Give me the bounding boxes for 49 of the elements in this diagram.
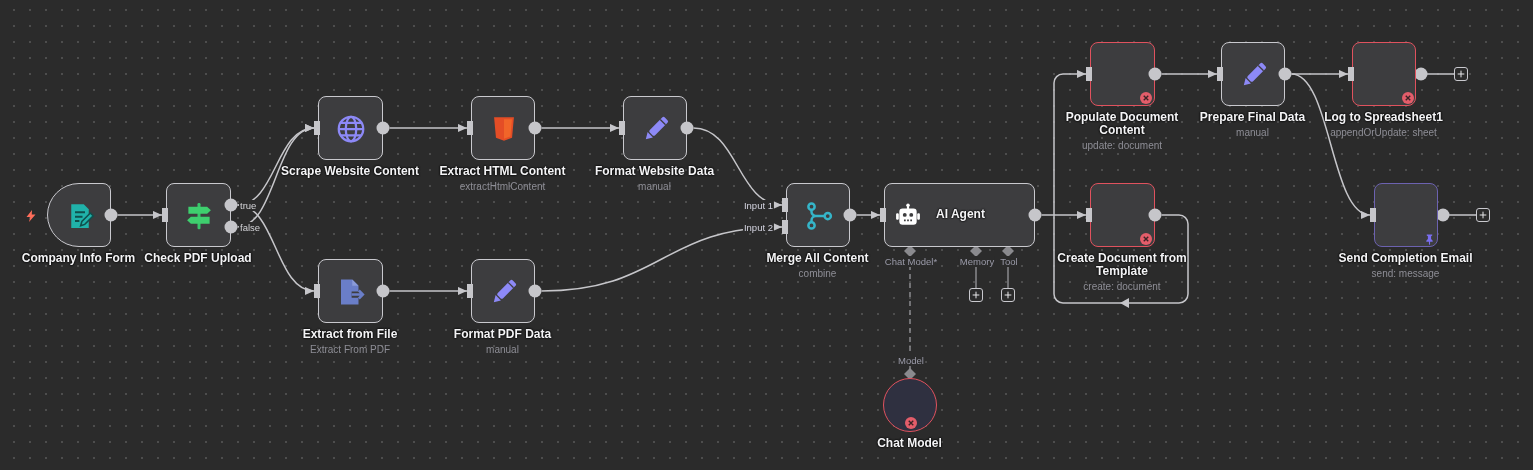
connector [540, 123, 620, 133]
node-title: Chat Model [877, 436, 942, 450]
node-subtitle: manual [486, 343, 519, 356]
connector [236, 204, 315, 294]
connector [1436, 208, 1477, 222]
connector [388, 123, 468, 133]
connector [855, 210, 881, 220]
connector [692, 127, 783, 208]
port-label: Chat Model* [883, 255, 939, 267]
node-subtitle: create: document [1083, 280, 1161, 293]
node-subtitle: Extract From PDF [310, 343, 390, 356]
node-title: Format PDF Data [453, 327, 552, 341]
node-subtitle: appendOrUpdate: sheet [1330, 126, 1437, 139]
node-title: Check PDF Upload [144, 251, 252, 265]
connector [116, 210, 163, 220]
node-title: Scrape Website Content [281, 164, 419, 178]
port-label: false [239, 221, 262, 233]
port-label: Input 1 [742, 199, 774, 211]
connector [388, 286, 468, 296]
node-title: Format Website Data [594, 164, 715, 178]
connector [540, 223, 783, 292]
connector [1290, 73, 1371, 217]
connector [1414, 67, 1455, 81]
node-title: Prepare Final Data [1199, 110, 1306, 124]
node-title: Create Document from Template [1056, 251, 1188, 278]
connector [1040, 210, 1087, 220]
node-subtitle: extractHtmlContent [459, 180, 546, 193]
node-title: Populate Document Content [1064, 110, 1180, 137]
node-title: AI Agent [936, 208, 985, 221]
port-label: Model [897, 354, 925, 366]
port-label: true [239, 199, 258, 211]
node-title: Extract from File [302, 327, 398, 341]
node-title: Log to Spreadsheet1 [1324, 110, 1443, 124]
node-title: Company Info Form [21, 251, 136, 265]
port-label: Tool [999, 255, 1019, 267]
node-subtitle: manual [1236, 126, 1269, 139]
node-subtitle: update: document [1081, 139, 1163, 152]
node-subtitle: manual [638, 180, 671, 193]
node-title: Send Completion Email [1338, 251, 1473, 265]
node-subtitle: combine [798, 267, 837, 280]
node-subtitle: send: message [1371, 267, 1440, 280]
node-title: Merge All Content [766, 251, 869, 265]
connector [1160, 69, 1218, 79]
port-label: Input 2 [742, 221, 774, 233]
port-label: Memory [958, 255, 996, 267]
connector [1053, 69, 1189, 304]
connector [904, 245, 916, 380]
node-title: Extract HTML Content [439, 164, 566, 178]
connector [236, 126, 315, 228]
